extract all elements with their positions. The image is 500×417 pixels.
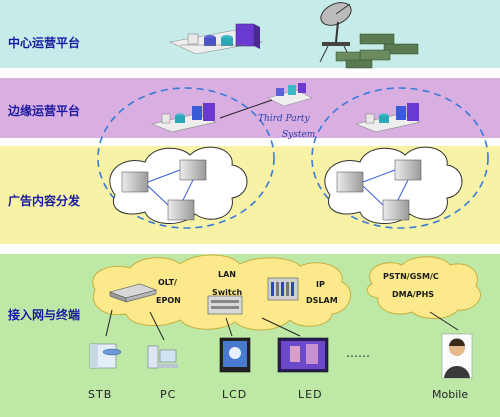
- pc-terminal-icon: [147, 345, 178, 369]
- edge-server-group-right: [354, 103, 422, 133]
- more-terminals-ellipsis: ……: [346, 346, 370, 360]
- edge-domain-right: [311, 87, 489, 229]
- edge-layer-label: 边缘运营平台: [8, 104, 81, 118]
- lcd-label: LCD: [222, 388, 248, 401]
- lan-label: LAN: [218, 270, 236, 279]
- switch-device-icon: [207, 295, 243, 315]
- third-party-system-label: System: [282, 130, 316, 140]
- led-label: LED: [298, 388, 323, 401]
- olt-label: OLT/: [158, 278, 177, 287]
- access-layer-label: 接入网与终端: [8, 308, 81, 322]
- broadcast-equipment-stack: [335, 33, 419, 69]
- mobile-label: Mobile: [432, 388, 469, 401]
- dslam-device-icon: [267, 277, 299, 301]
- dslam-label: DSLAM: [306, 296, 338, 305]
- access-cloud-mobile: [366, 256, 481, 319]
- link-led: [261, 317, 301, 337]
- center-platform-server-group: [169, 23, 263, 55]
- stb-label: STB: [88, 388, 113, 401]
- ip-label: IP: [316, 280, 325, 289]
- edge-server-group-left: [150, 103, 218, 133]
- lcd-terminal-icon: [219, 337, 251, 373]
- mobile-user-icon: [441, 333, 473, 379]
- olt-device-icon: [109, 283, 157, 303]
- link-pc: [149, 311, 165, 341]
- access-cloud-main: [92, 254, 352, 331]
- link-lcd: [225, 317, 233, 337]
- edge-domain-left: [97, 87, 275, 229]
- third-party-system-icon: [267, 83, 313, 107]
- distribution-layer-label: 广告内容分发: [8, 194, 81, 208]
- third-party-link: [219, 99, 273, 119]
- dma-label: DMA/PHS: [392, 290, 435, 299]
- led-terminal-icon: [277, 337, 329, 373]
- third-party-label: Third Party: [258, 114, 310, 124]
- pc-label: PC: [160, 388, 177, 401]
- distribution-cloud-left: [109, 146, 248, 225]
- center-layer-label: 中心运营平台: [8, 36, 81, 50]
- epon-label: EPON: [156, 296, 181, 305]
- switch-label: Switch: [212, 288, 243, 297]
- link-mobile: [429, 311, 459, 331]
- satellite-dish-icon: [319, 2, 353, 63]
- link-stb: [105, 309, 113, 337]
- stb-terminal-icon: [89, 343, 122, 369]
- pstn-label: PSTN/GSM/C: [383, 272, 439, 281]
- distribution-cloud-right: [324, 146, 463, 225]
